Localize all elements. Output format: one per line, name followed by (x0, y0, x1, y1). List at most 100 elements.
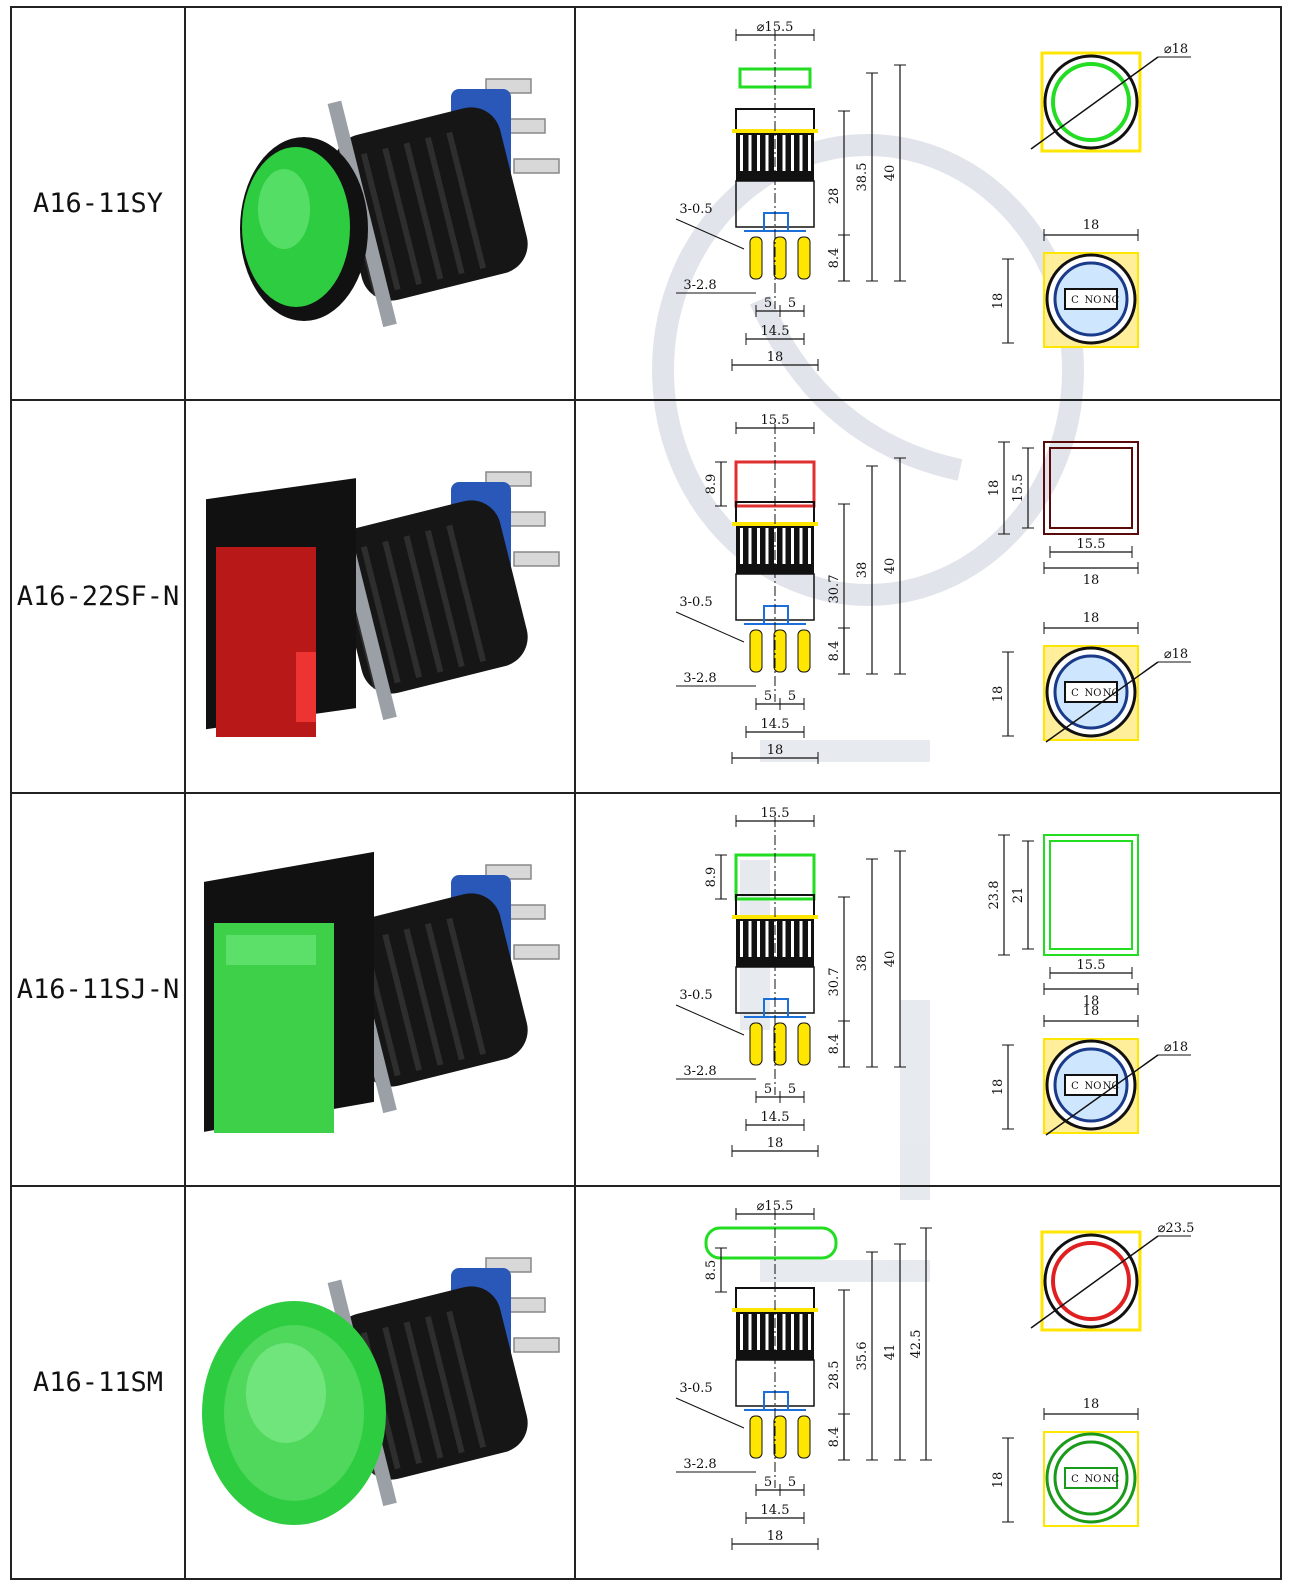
top-lens-ring (1051, 62, 1131, 142)
rib-gap (740, 1314, 743, 1350)
rib-gap (808, 921, 811, 957)
body-rib (360, 546, 401, 684)
rib-gap (791, 528, 794, 564)
dim-pitch-a: 5 (764, 1475, 772, 1490)
body-rib (382, 540, 422, 678)
top-outer-square (1043, 441, 1139, 535)
rib-gap (757, 135, 760, 171)
rib-gap (748, 135, 752, 171)
dim-pitch-b: 5 (788, 1082, 796, 1097)
terminal (773, 236, 787, 280)
dim-width: 18 (767, 1529, 784, 1544)
rib-gap (740, 528, 743, 564)
body-rib (424, 1316, 465, 1454)
model-cell: A16-11SY (10, 6, 186, 401)
body-rib (424, 923, 465, 1061)
rib-gap (765, 528, 769, 564)
dim-pin-width: 3-2.8 (683, 1457, 716, 1472)
terminal-pin (513, 1337, 560, 1353)
dim-d1: 30.7 (827, 968, 842, 997)
body-rib (360, 153, 401, 291)
diameter-leader (1045, 1054, 1159, 1136)
dim-pitch-b: 5 (788, 1475, 796, 1490)
rib-gap (740, 135, 743, 171)
product-photo (202, 1257, 560, 1525)
dim-d2: 38.5 (855, 163, 870, 192)
dim-d4: 42.5 (909, 1330, 924, 1359)
rib-gap (799, 921, 803, 957)
terminal (773, 1415, 787, 1459)
dim-top-outer-h: 23.8 (987, 881, 1002, 910)
rib-gap (765, 135, 769, 171)
rib-gap (799, 135, 803, 171)
rib-gap (740, 921, 743, 957)
dim-pin-width: 3-2.8 (683, 671, 716, 686)
dim-pin-length: 8.4 (827, 1427, 842, 1448)
terminal (749, 629, 763, 673)
rib-gap (808, 135, 811, 171)
dim-top-inner-h: 21 (1011, 887, 1026, 904)
actuator (763, 1391, 789, 1410)
rib-gap (799, 528, 803, 564)
model-cell: A16-22SF-N (10, 399, 186, 794)
bottom-frame (1043, 1431, 1139, 1527)
dim-pin-label: 3-0.5 (679, 1381, 712, 1396)
rib-gap (765, 1314, 769, 1350)
model-name: A16-11SM (32, 1367, 164, 1398)
product-photo-cell (184, 1185, 576, 1580)
dim-d1: 28.5 (827, 1361, 842, 1390)
dim-bottom-width: 18 (1083, 1004, 1100, 1019)
body-rib (403, 1321, 444, 1459)
bottom-inner-ring (1053, 1440, 1129, 1516)
rib-gap (808, 1314, 811, 1350)
leader-pin (675, 1004, 745, 1036)
model-name: A16-11SJ-N (16, 974, 180, 1005)
top-inner-square (1049, 840, 1133, 950)
marking-c: C (1071, 688, 1079, 699)
rib-gap (757, 528, 760, 564)
actuator (763, 212, 789, 231)
rib-gap (748, 921, 752, 957)
dim-width: 18 (767, 1136, 784, 1151)
dim-top-inner-w: 15.5 (1077, 537, 1106, 552)
terminal (749, 1415, 763, 1459)
dim-span: 14.5 (761, 1503, 790, 1518)
dim-top-width: 15.5 (761, 413, 790, 428)
dim-d2: 38 (855, 562, 870, 579)
dim-d3: 40 (883, 165, 898, 182)
terminal (797, 629, 811, 673)
dim-d1: 30.7 (827, 575, 842, 604)
product-photo (206, 471, 560, 737)
top-lens-ring (1051, 1241, 1131, 1321)
dim-pitch-b: 5 (788, 689, 796, 704)
cap-outline (704, 1226, 838, 1260)
rib-gap (791, 1314, 794, 1350)
product-photo-cell (184, 399, 576, 794)
dim-pitch-b: 5 (788, 296, 796, 311)
top-inner-square (1049, 447, 1133, 529)
dim-bottom-height: 18 (991, 1079, 1006, 1096)
dim-width: 18 (767, 743, 784, 758)
rib-gap (791, 135, 794, 171)
rib-gap (748, 528, 752, 564)
dim-span: 14.5 (761, 1110, 790, 1125)
top-outer-square (1043, 834, 1139, 956)
dim-top-outer-w: 18 (1083, 573, 1100, 588)
dim-pin-length: 8.4 (827, 641, 842, 662)
terminal-pin (513, 551, 560, 567)
dim-top-width: ⌀15.5 (757, 1199, 794, 1214)
dim-bottom-height: 18 (991, 293, 1006, 310)
switch-photo (202, 1257, 560, 1525)
switch-photo (206, 471, 560, 737)
rib-gap (765, 921, 769, 957)
rib-gap (757, 1314, 760, 1350)
dim-top-diameter: ⌀23.5 (1158, 1221, 1195, 1236)
body-rib (446, 524, 487, 663)
